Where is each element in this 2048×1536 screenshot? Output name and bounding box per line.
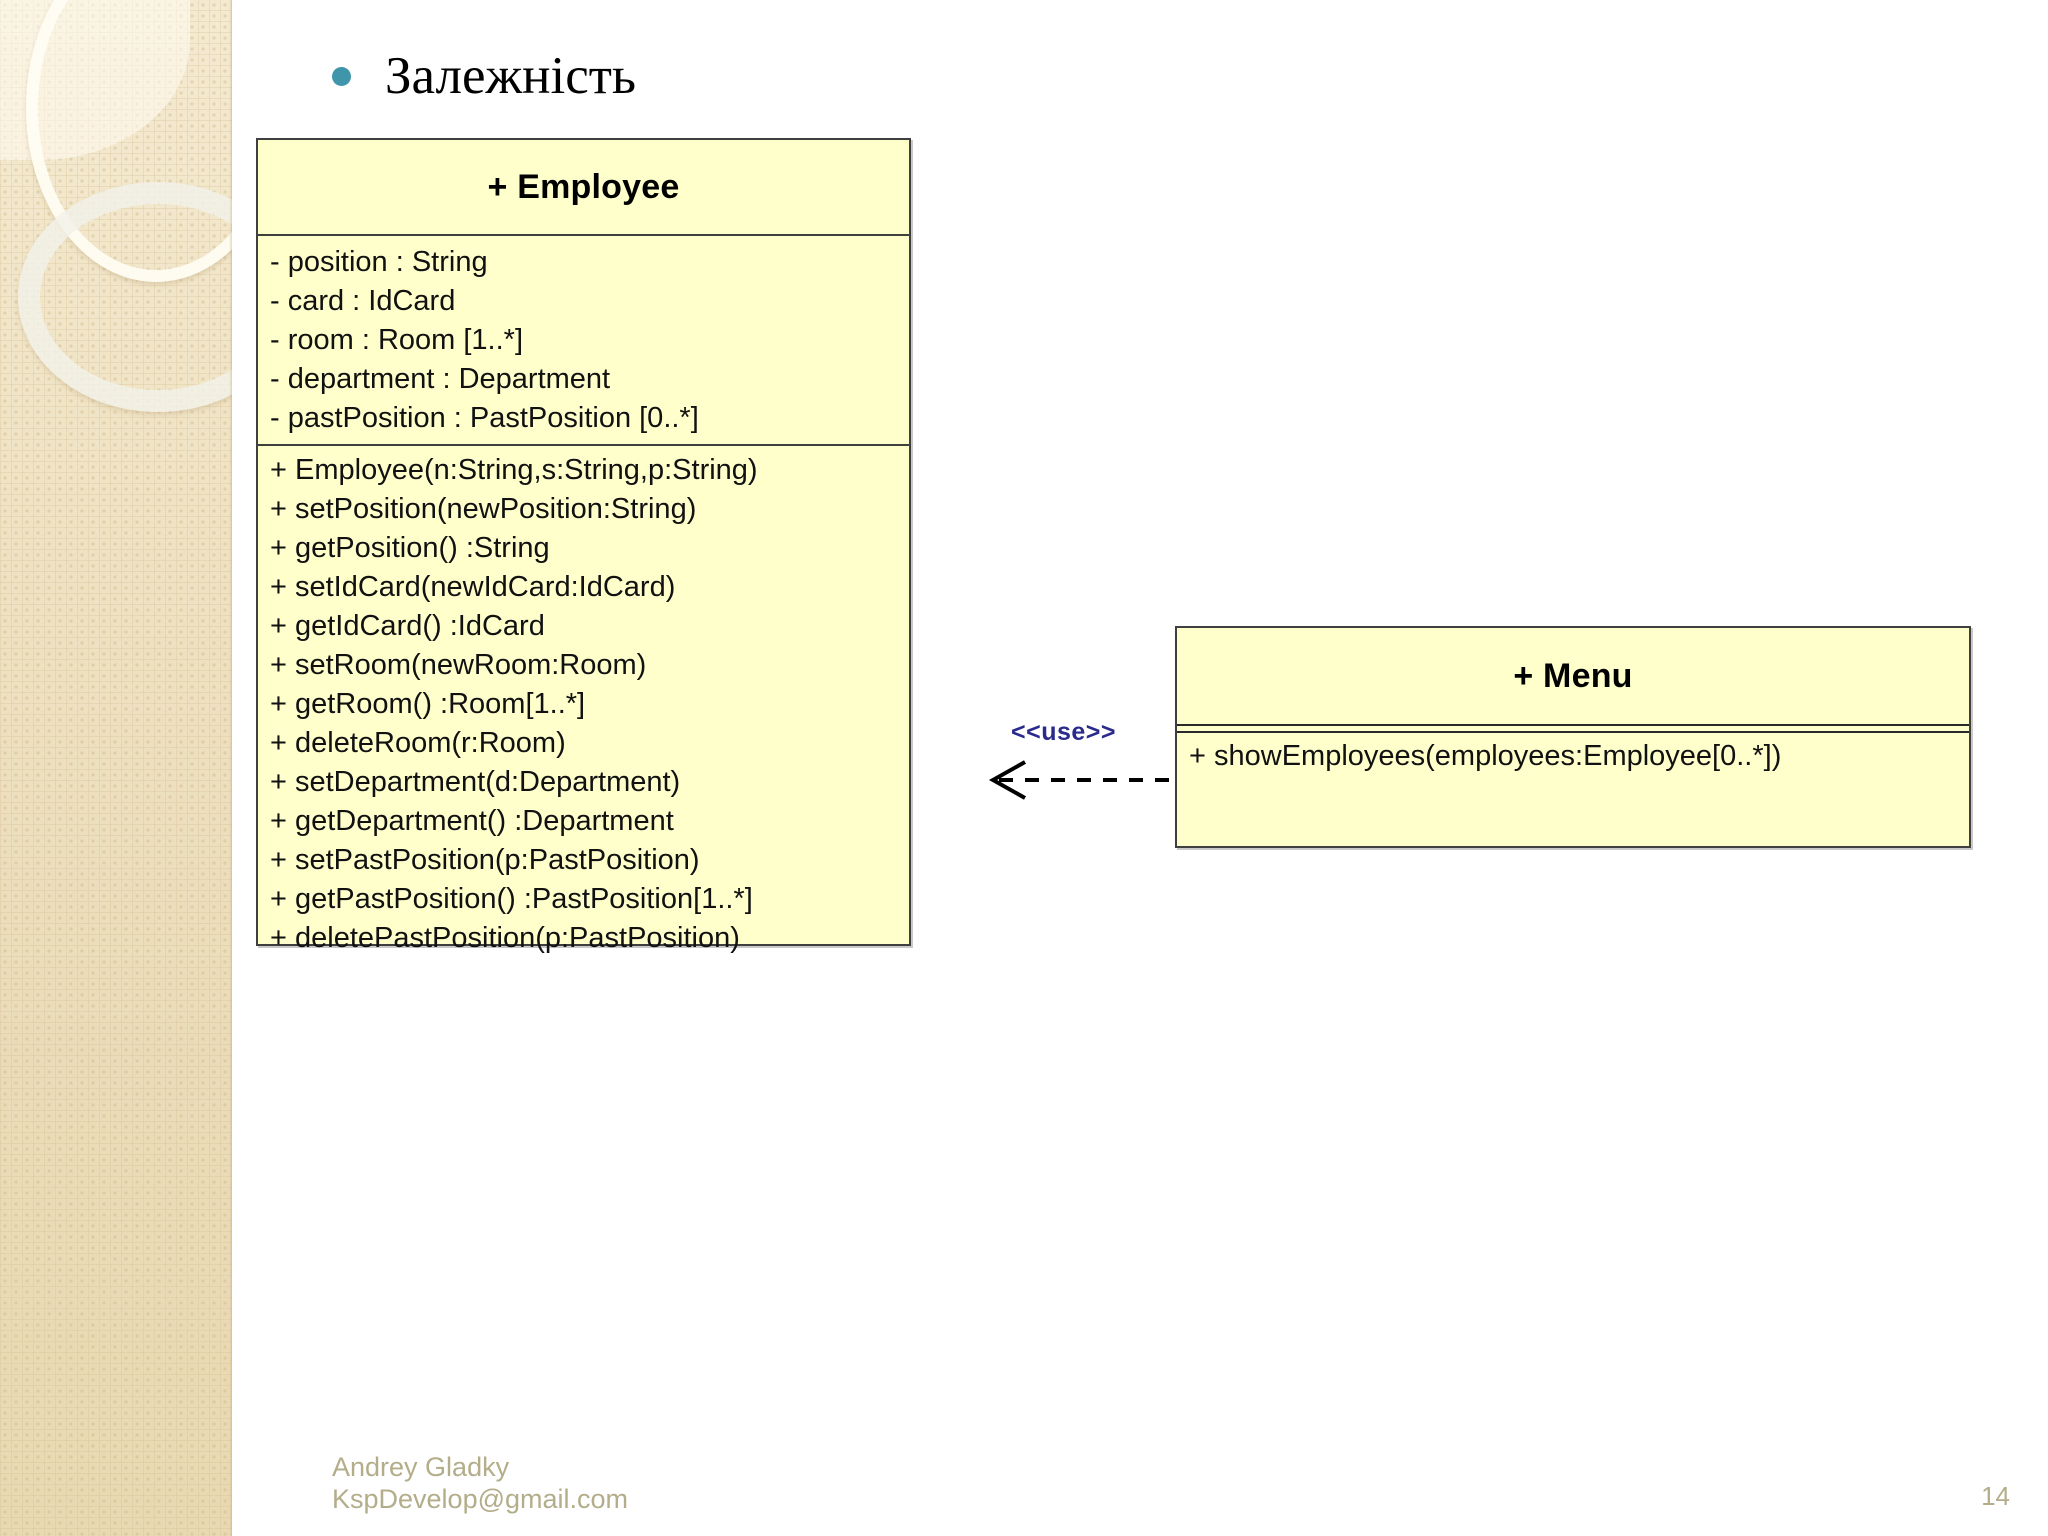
uml-operation-row: + getPosition() :String bbox=[270, 532, 550, 564]
uml-operation-row: + deleteRoom(r:Room) bbox=[270, 727, 566, 759]
uml-dependency-relationship[interactable]: <<use>> bbox=[967, 700, 1187, 820]
uml-attribute-row: - pastPosition : PastPosition [0..*] bbox=[270, 402, 699, 434]
decorative-sidebar-band bbox=[0, 0, 232, 1536]
footer: Andrey Gladky KspDevelop@gmail.com bbox=[332, 1452, 628, 1516]
page-title: Залежність bbox=[385, 47, 637, 105]
uml-operation-row: + getDepartment() :Department bbox=[270, 805, 674, 837]
bullet-point-icon bbox=[332, 67, 351, 86]
uml-operation-row: + getPastPosition() :PastPosition[1..*] bbox=[270, 883, 753, 915]
uml-operation-row: + showEmployees(employees:Employee[0..*]… bbox=[1189, 740, 1782, 772]
uml-separator bbox=[258, 444, 909, 446]
dependency-line-icon bbox=[988, 760, 1179, 800]
uml-class-menu-name: + Menu bbox=[1513, 656, 1633, 695]
uml-operation-row: + setPastPosition(p:PastPosition) bbox=[270, 844, 700, 876]
uml-attribute-row: - card : IdCard bbox=[270, 285, 456, 317]
uml-operation-row: + setIdCard(newIdCard:IdCard) bbox=[270, 571, 676, 603]
footer-author: Andrey Gladky bbox=[332, 1452, 510, 1483]
uml-class-employee-name: + Employee bbox=[487, 167, 680, 206]
uml-separator bbox=[258, 234, 909, 236]
uml-class-employee-attributes: - position : String - card : IdCard - ro… bbox=[258, 236, 909, 444]
uml-operation-row: + setPosition(newPosition:String) bbox=[270, 493, 697, 525]
uml-operation-row: + setRoom(newRoom:Room) bbox=[270, 649, 647, 681]
uml-class-employee-operations: + Employee(n:String,s:String,p:String) +… bbox=[258, 446, 909, 966]
uml-class-menu[interactable]: + Menu + showEmployees(employees:Employe… bbox=[1175, 626, 1971, 848]
uml-operation-row: + Employee(n:String,s:String,p:String) bbox=[270, 454, 758, 486]
uml-attribute-row: - room : Room [1..*] bbox=[270, 324, 524, 356]
uml-operation-row: + deletePastPosition(p:PastPosition) bbox=[270, 922, 740, 954]
slide-title-row: Залежність bbox=[332, 50, 636, 103]
uml-separator-double bbox=[1177, 724, 1969, 733]
uml-operation-row: + getIdCard() :IdCard bbox=[270, 610, 545, 642]
uml-class-employee[interactable]: + Employee - position : String - card : … bbox=[256, 138, 911, 953]
uml-operation-row: + getRoom() :Room[1..*] bbox=[270, 688, 586, 720]
uml-attribute-row: - position : String bbox=[270, 246, 488, 278]
page-number: 14 bbox=[1981, 1481, 2010, 1511]
sidebar-edge-shadow bbox=[229, 0, 232, 1536]
uml-operation-row: + setDepartment(d:Department) bbox=[270, 766, 681, 798]
uml-stereotype-label: <<use>> bbox=[1011, 718, 1116, 746]
uml-class-menu-operations: + showEmployees(employees:Employee[0..*]… bbox=[1177, 733, 1969, 781]
uml-attribute-row: - department : Department bbox=[270, 363, 611, 395]
footer-email: KspDevelop@gmail.com bbox=[332, 1484, 629, 1515]
slide-canvas: Залежність + Employee - position : Strin… bbox=[232, 0, 2048, 1536]
